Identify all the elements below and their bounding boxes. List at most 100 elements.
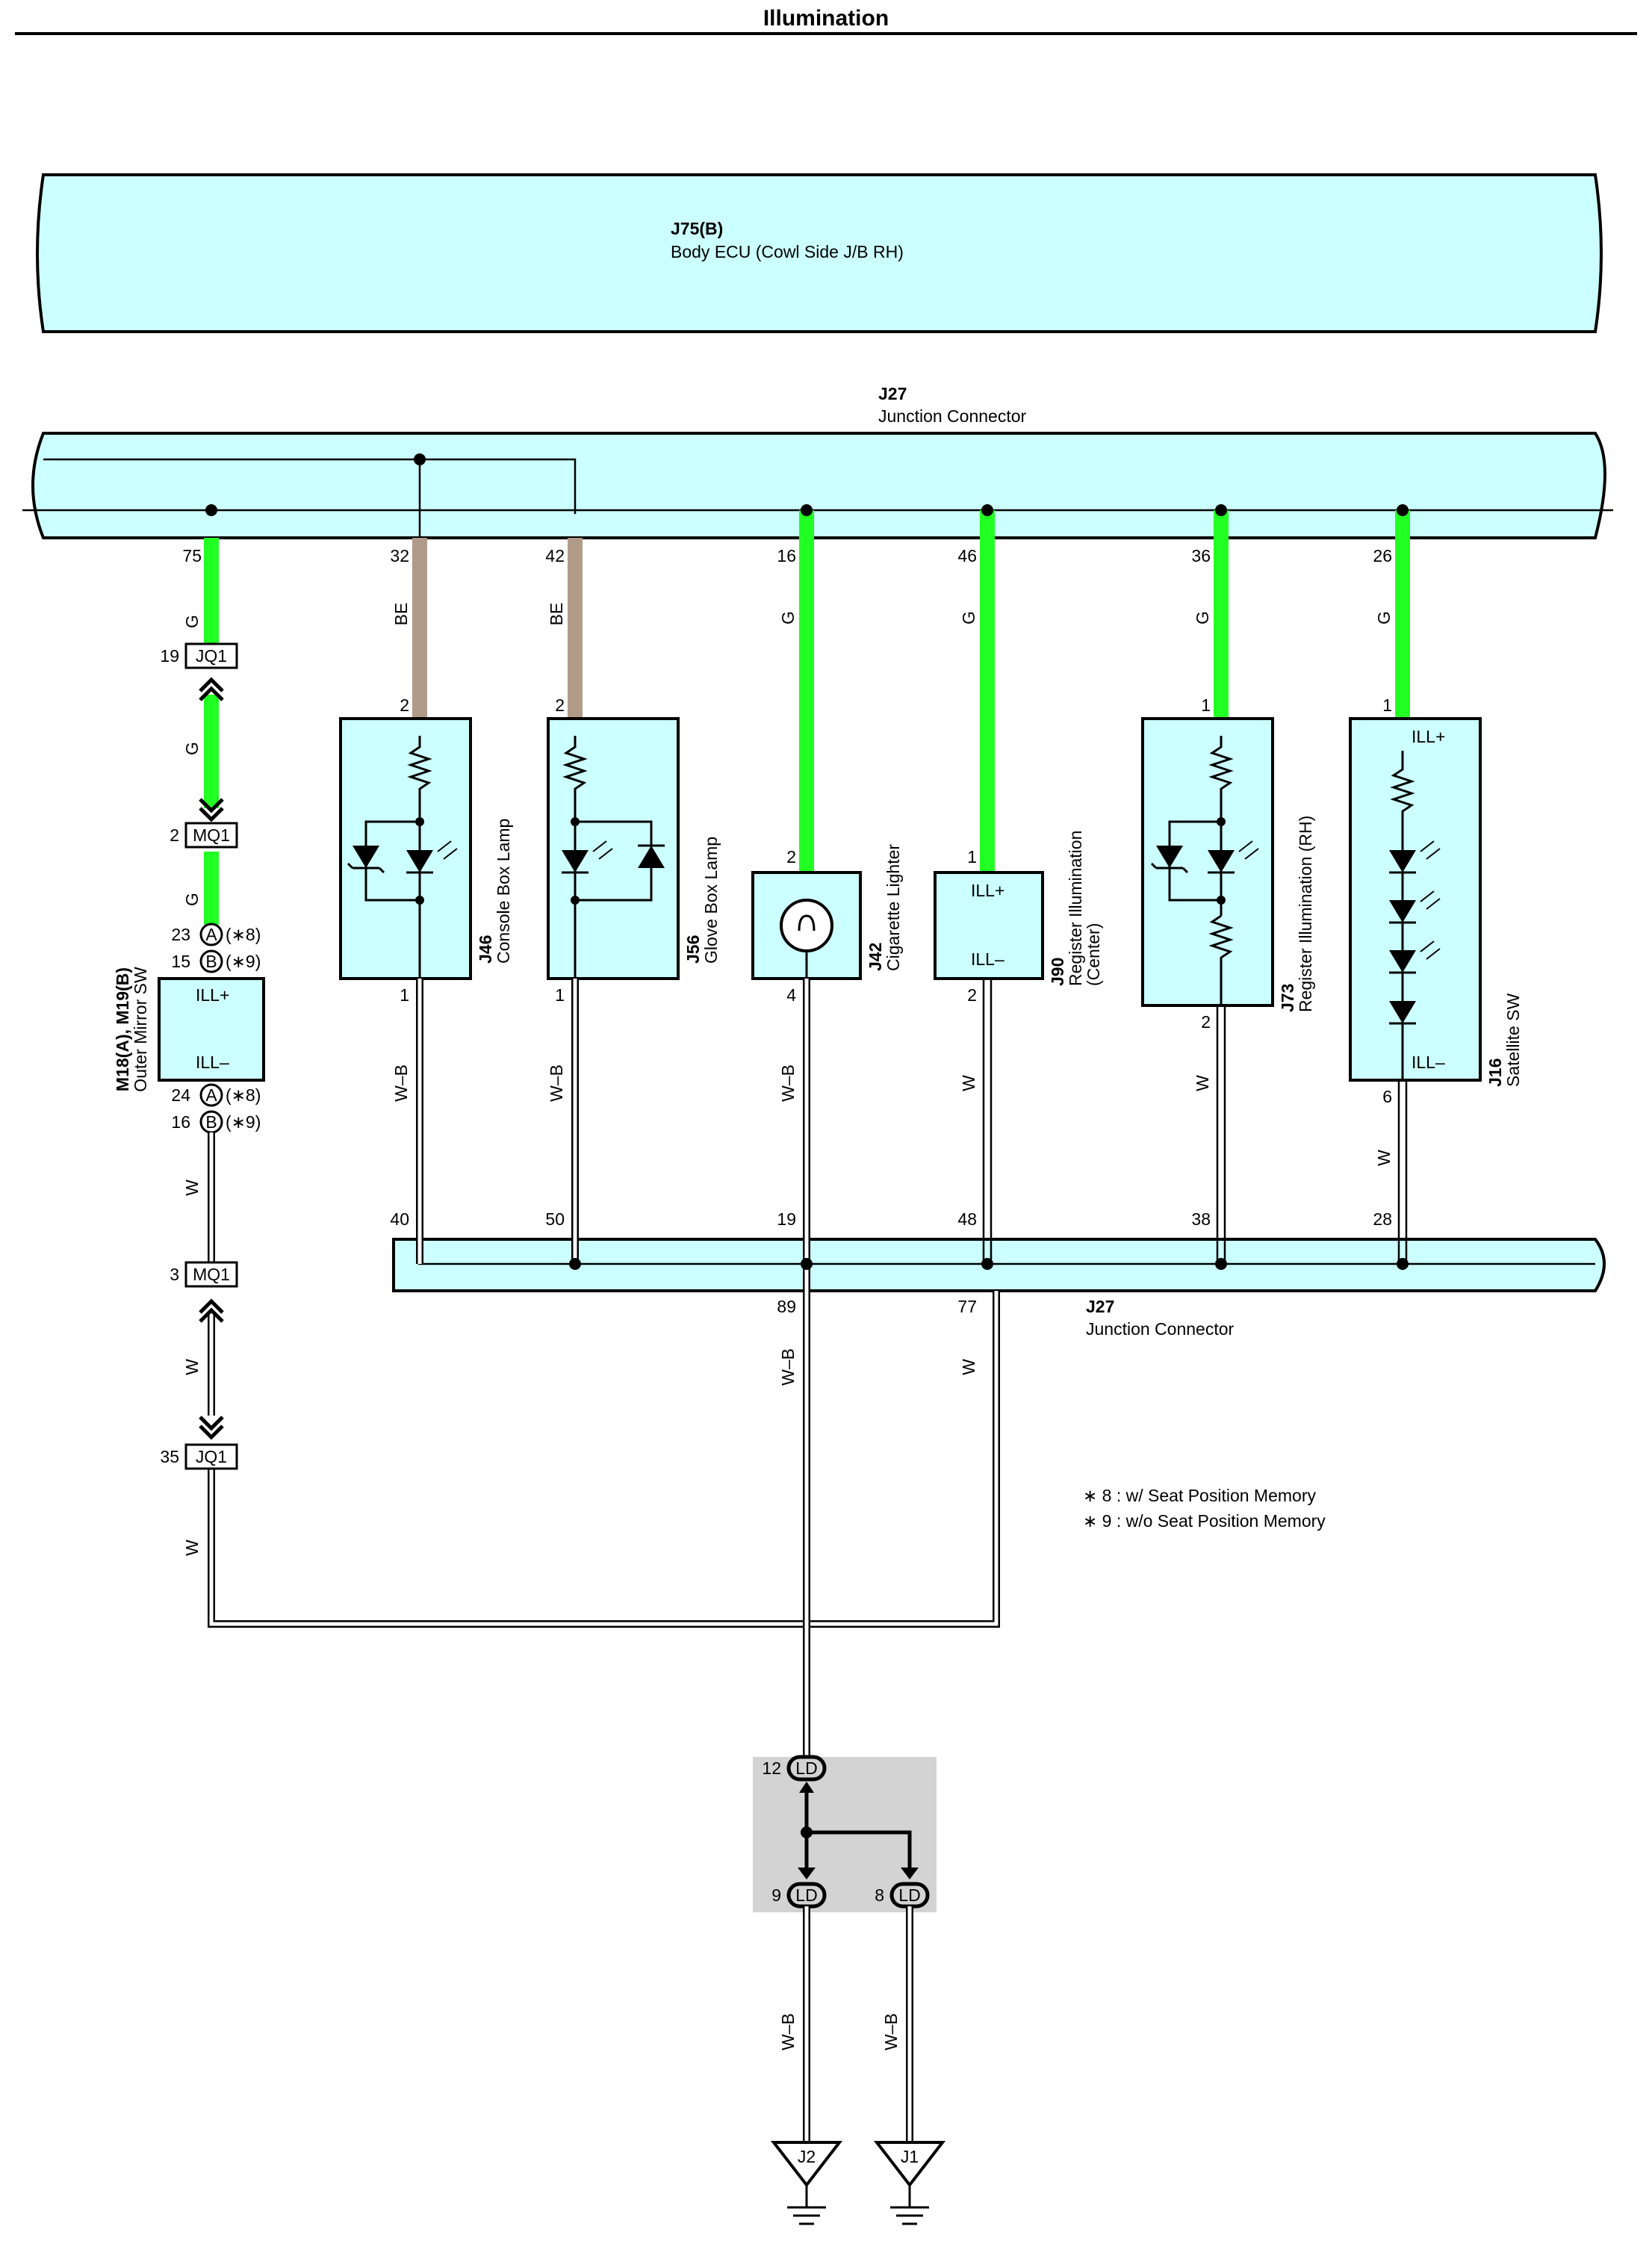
pin-24: 24 (171, 1085, 190, 1105)
wire-color-be-2: BE (547, 603, 566, 626)
satellite-name: Satellite SW (1503, 993, 1523, 1087)
glove-pin-out: 1 (555, 985, 565, 1005)
ground-j1-label: J1 (901, 2147, 919, 2166)
pin-40: 40 (390, 1209, 409, 1229)
pin-48: 48 (957, 1209, 977, 1229)
pin-16-mirror: 16 (171, 1112, 190, 1132)
pin-16: 16 (777, 546, 796, 565)
register-center-id: J90 (1048, 958, 1067, 986)
badge-b-out: B (205, 1112, 217, 1132)
mirror-pins-in: A 23 (∗8) B 15 (∗9) (171, 923, 261, 973)
wires-lower-w (982, 979, 1408, 1264)
lighter-name: Cigarette Lighter (884, 844, 903, 971)
diagram-title: Illumination (763, 6, 889, 31)
note-8: ∗ 8 : w/ Seat Position Memory (1083, 1486, 1316, 1505)
connector-jq1-bottom: JQ1 35 (160, 1416, 238, 1470)
register-rh-name: Register Illumination (RH) (1296, 816, 1315, 1012)
wire-color-g-mirror-b: G (182, 893, 202, 906)
pin-23: 23 (171, 925, 190, 944)
wire-mirror-white (208, 1132, 1000, 1628)
jq1-top-pin: 19 (160, 646, 179, 666)
ecu-name: Body ECU (Cowl Side J/B RH) (671, 242, 904, 261)
wire-color-w-mirror-b: W (182, 1359, 202, 1375)
wire-color-wb-2: W–B (547, 1064, 566, 1102)
ld-pin-12: 12 (762, 1758, 781, 1778)
wire-color-g-3: G (959, 611, 978, 624)
ld-label-out-b: LD (898, 1885, 920, 1905)
badge-b-in: B (205, 952, 217, 971)
mirror-pins-out: A 24 (∗8) B 16 (∗9) (171, 1083, 261, 1134)
mirror-switch-id: M18(A), M19(B) (113, 967, 132, 1091)
console-pin-in: 2 (400, 695, 409, 715)
pin-26: 26 (1373, 546, 1392, 565)
register-illumination-rh (1141, 717, 1274, 1007)
splice-dots-top (205, 453, 1409, 516)
wire-color-wb-out: W–B (778, 1348, 798, 1386)
lighter-pin-in: 2 (786, 847, 796, 867)
wire-color-w-mirror-a: W (182, 1180, 202, 1196)
pin-36: 36 (1191, 546, 1211, 565)
pin-46: 46 (957, 546, 977, 565)
lighter-pin-out: 4 (786, 985, 796, 1005)
mq1-top-pin: 2 (170, 825, 179, 845)
junction-top-id: J27 (878, 384, 907, 403)
register-rh-pin-out: 2 (1201, 1012, 1211, 1032)
connector-jq1-top: JQ1 19 (160, 642, 238, 701)
register-center-name2: (Center) (1084, 923, 1103, 986)
badge-a-out: A (205, 1085, 217, 1105)
note-9-out: (∗9) (226, 1112, 261, 1132)
note-9: ∗ 9 : w/o Seat Position Memory (1083, 1511, 1326, 1531)
junction-bottom-id: J27 (1086, 1297, 1114, 1316)
mirror-switch-name: Outer Mirror SW (131, 967, 150, 1092)
ground-j2: J2 (770, 2141, 843, 2225)
connector-mq1-bottom: MQ1 3 (170, 1261, 238, 1323)
wire-color-g-4: G (1193, 611, 1212, 624)
wire-color-w-3: W (1374, 1150, 1394, 1166)
register-rh-id: J73 (1278, 984, 1297, 1012)
note-9-in: (∗9) (226, 952, 261, 971)
junction-bottom-name: Junction Connector (1086, 1319, 1235, 1339)
pin-32: 32 (390, 546, 409, 565)
register-rh-pin-in: 1 (1201, 695, 1211, 715)
pin-77: 77 (957, 1297, 977, 1316)
satellite-pin-out: 6 (1382, 1087, 1392, 1106)
ecu-id: J75(B) (671, 219, 723, 238)
glove-pin-in: 2 (555, 695, 565, 715)
glove-name: Glove Box Lamp (701, 837, 721, 964)
wire-color-g-mirror-a: G (182, 742, 202, 755)
wire-color-w-1: W (959, 1075, 978, 1091)
wire-color-wb-3: W–B (778, 1064, 798, 1102)
junction-connector-top (22, 432, 1613, 539)
register-center-name: Register Illumination (1066, 831, 1085, 986)
wire-color-wb-g2: W–B (778, 2013, 798, 2051)
badge-a-in: A (205, 925, 217, 944)
wires-lower-wb (416, 979, 810, 1763)
ground-j2-label: J2 (798, 2147, 816, 2166)
connector-mq1-top: MQ1 2 (170, 798, 238, 849)
cigarette-lighter (751, 871, 862, 980)
mq1-top-label: MQ1 (193, 825, 230, 845)
ld-pin-8: 8 (875, 1885, 884, 1905)
ld-pin-9: 9 (771, 1885, 781, 1905)
satellite-ill-plus: ILL+ (1412, 727, 1445, 746)
outer-mirror-switch: ILL+ ILL– (158, 977, 265, 1082)
jq1-bottom-pin: 35 (160, 1447, 179, 1466)
ld-label-out-a: LD (795, 1885, 817, 1905)
lighter-id: J42 (866, 943, 885, 971)
wire-color-g-5: G (1374, 611, 1394, 624)
mirror-ill-minus: ILL– (196, 1053, 229, 1072)
pin-19: 19 (777, 1209, 796, 1229)
satellite-ill-minus: ILL– (1412, 1053, 1445, 1072)
pin-38: 38 (1191, 1209, 1211, 1229)
splice-dots-bottom (569, 1258, 1409, 1270)
wire-color-be-1: BE (391, 603, 411, 626)
pin-75: 75 (182, 546, 202, 565)
mirror-ill-plus: ILL+ (196, 985, 229, 1005)
wire-color-g-2: G (778, 611, 798, 624)
register-illumination-center: ILL+ ILL– (934, 871, 1044, 980)
wire-color-w-2: W (1193, 1075, 1212, 1091)
glove-box-lamp (547, 717, 680, 980)
satellite-pin-in: 1 (1382, 695, 1392, 715)
satellite-switch: ILL+ ILL– (1349, 717, 1482, 1082)
